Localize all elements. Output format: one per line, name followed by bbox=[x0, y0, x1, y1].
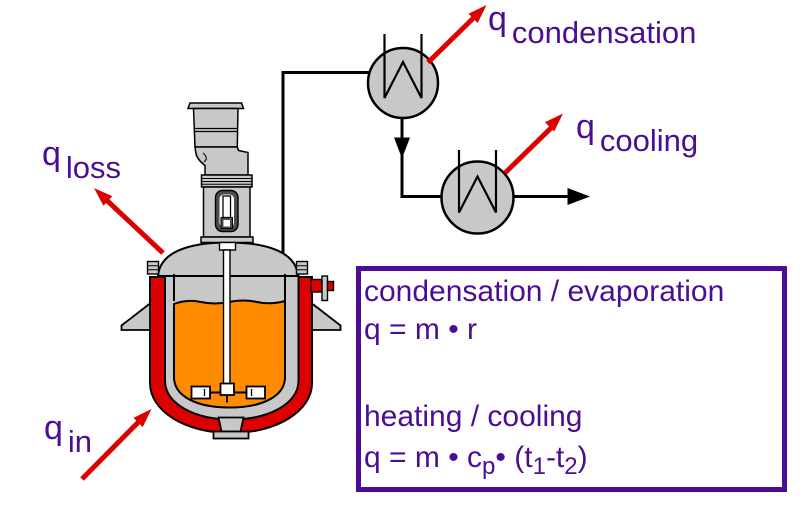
q-symbol: q bbox=[576, 108, 595, 146]
reactor-vessel bbox=[120, 102, 342, 440]
formula-part: • (t bbox=[495, 441, 533, 474]
stirrer-shaft bbox=[222, 249, 231, 385]
side-nozzle bbox=[310, 275, 335, 302]
formula-part: -t bbox=[545, 441, 565, 474]
dome-flange-right bbox=[295, 260, 309, 275]
formula-box: condensation / evaporation q = m • r hea… bbox=[356, 266, 787, 492]
formula-part: q = m • c bbox=[364, 441, 483, 474]
formula-subscript: p bbox=[482, 453, 496, 480]
q-condensation-arrowhead-icon bbox=[468, 5, 487, 23]
cooler-heat-exchanger-icon bbox=[440, 150, 515, 235]
q-symbol: q bbox=[488, 0, 507, 38]
support-bracket-right bbox=[311, 301, 342, 331]
coupling-shaft bbox=[222, 195, 232, 219]
heat-flow-arrows bbox=[80, 5, 563, 481]
formula-part: ) bbox=[577, 441, 588, 474]
q-in-arrow bbox=[80, 419, 141, 481]
impeller-blade-left bbox=[190, 385, 211, 400]
q-in-arrowhead-icon bbox=[133, 409, 152, 428]
condensate-pipe bbox=[400, 112, 446, 198]
bottom-outlet bbox=[212, 416, 250, 440]
heating-formula: q = m • cp• (t1-t2) bbox=[364, 441, 588, 480]
stirrer bbox=[190, 241, 266, 403]
inner-wall-lines bbox=[173, 274, 286, 301]
q-loss-arrowhead-icon bbox=[94, 188, 113, 206]
support-bracket-left bbox=[120, 301, 151, 331]
impeller-hub bbox=[219, 382, 235, 396]
q-cooling-subscript: cooling bbox=[599, 123, 699, 158]
motor-cap bbox=[186, 102, 245, 110]
condensation-title: condensation / evaporation bbox=[364, 275, 725, 308]
condensation-formula: q = m • r bbox=[364, 313, 478, 346]
q-loss-subscript: loss bbox=[65, 150, 122, 185]
agitator-motor bbox=[186, 102, 254, 244]
q-symbol: q bbox=[42, 135, 61, 173]
formula-subscript: 2 bbox=[564, 453, 578, 480]
impeller-blade-right bbox=[245, 385, 266, 400]
down-flow-arrowhead-icon bbox=[394, 137, 410, 159]
q-cooling-arrow bbox=[503, 125, 554, 175]
q-in-subscript: in bbox=[67, 424, 93, 459]
formula-subscript: 1 bbox=[532, 453, 546, 480]
q-loss-arrow bbox=[105, 198, 165, 255]
heating-title: heating / cooling bbox=[364, 400, 583, 433]
vapor-pipe bbox=[281, 71, 380, 268]
q-condensation-subscript: condensation bbox=[511, 15, 697, 50]
gearbox bbox=[194, 146, 249, 176]
shaft-nozzle bbox=[218, 241, 237, 251]
q-condensation-arrow bbox=[426, 14, 478, 65]
q-symbol: q bbox=[44, 409, 63, 447]
dome-flange-left bbox=[146, 260, 160, 275]
motor-body bbox=[192, 107, 239, 148]
base-plate bbox=[200, 236, 254, 244]
right-flow-arrowhead-icon bbox=[567, 188, 590, 205]
condenser-heat-exchanger-icon bbox=[366, 34, 440, 120]
q-cooling-arrowhead-icon bbox=[545, 113, 563, 132]
